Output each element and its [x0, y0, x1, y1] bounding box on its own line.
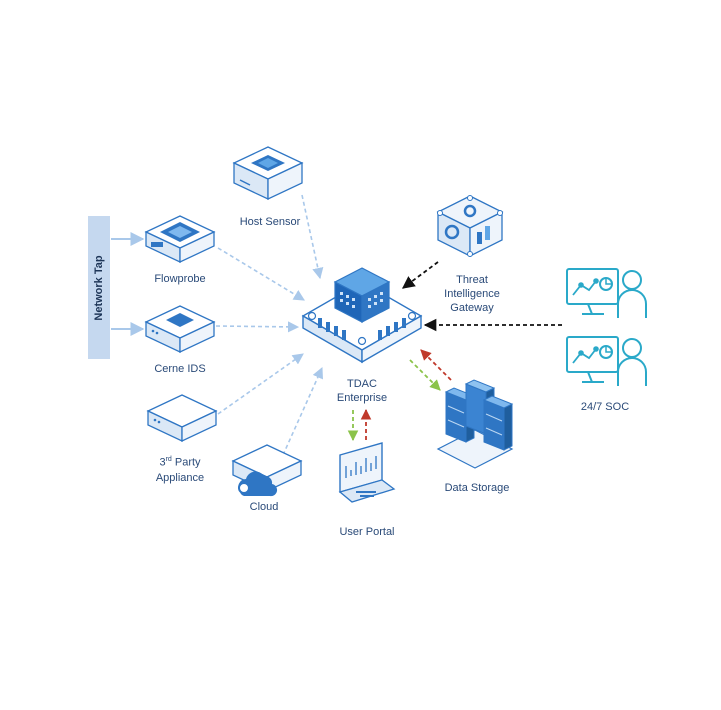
monitor-icon: [566, 336, 619, 373]
flowprobe-icon: [144, 215, 216, 264]
link-3rdparty-tdac: [217, 353, 304, 415]
cerne-ids-label: Cerne IDS: [154, 363, 206, 375]
third-party-label-line2: Appliance: [155, 471, 205, 484]
person-icon: [622, 270, 642, 290]
cloud-label: Cloud: [249, 501, 279, 513]
third-party-number: 3: [159, 456, 166, 469]
tdac-enterprise-icon: [301, 267, 423, 364]
link-tdac-storage: [409, 359, 441, 391]
gear-icon: [444, 224, 460, 240]
link-hostsensor-tdac: [301, 194, 324, 280]
cloud-appliance-icon: [231, 444, 303, 497]
third-party-label-line1: 3rd Party: [140, 452, 220, 471]
person-icon: [622, 338, 642, 358]
user-portal-label: User Portal: [339, 526, 395, 538]
threat-intelligence-gateway-icon: [436, 195, 504, 258]
flowprobe-label: Flowprobe: [154, 273, 206, 285]
third-party-word: Party: [171, 456, 201, 469]
link-cloud-tdac: [282, 366, 323, 456]
gateway-label-line1: Threat: [456, 274, 488, 286]
tdac-enterprise-label: TDAC Enterprise: [320, 377, 404, 405]
data-storage-label: Data Storage: [444, 482, 510, 494]
third-party-appliance-icon: [146, 394, 218, 443]
host-sensor-label: Host Sensor: [239, 216, 301, 228]
tdac-label-line2: Enterprise: [336, 392, 388, 404]
data-storage-icon: [436, 379, 514, 469]
link-flowprobe-tdac: [217, 247, 305, 301]
monitor-icon: [566, 268, 619, 305]
soc-label: 24/7 SOC: [580, 401, 630, 413]
link-cerne-tdac: [215, 321, 300, 333]
link-storage-tdac: [420, 349, 452, 381]
link-gateway-tdac: [401, 261, 439, 289]
third-party-superscript: rd: [165, 456, 172, 463]
connectors: [111, 194, 562, 456]
network-tap-label: Network Tap: [93, 254, 105, 321]
third-party-label: 3rd Party Appliance: [140, 452, 220, 486]
user-portal-icon: [338, 442, 396, 503]
tdac-label-line1: TDAC: [347, 378, 377, 390]
cerne-ids-icon: [144, 305, 216, 354]
network-tap-bar: Network Tap: [88, 216, 110, 359]
gateway-label-line2: Intelligence: [444, 288, 500, 300]
threat-intelligence-gateway-label: Threat Intelligence Gateway: [432, 273, 512, 315]
host-sensor-icon: [232, 146, 304, 201]
gateway-label-line3: Gateway: [450, 302, 494, 314]
gear-icon: [238, 482, 250, 494]
soc-icon: [566, 268, 647, 386]
